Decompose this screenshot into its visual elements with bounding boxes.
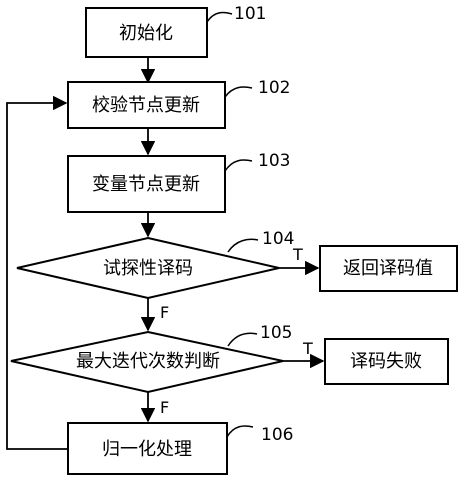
decode-fail-box xyxy=(324,338,449,385)
node-decode-fail: 译码失败 xyxy=(324,338,449,385)
max-iter-label: 最大迭代次数判断 xyxy=(76,351,220,372)
check-update-label: 校验节点更新 xyxy=(92,95,200,116)
max-true-label: T xyxy=(302,339,313,358)
edge-loop-back xyxy=(6,95,68,450)
leader-106 xyxy=(226,425,254,438)
return-value-box xyxy=(319,245,458,292)
var-update-box xyxy=(67,155,226,213)
leader-101 xyxy=(206,11,233,23)
check-update-box xyxy=(67,81,226,129)
trial-decode-diamond xyxy=(16,236,280,300)
ref-105: 105 xyxy=(260,323,292,343)
leader-104 xyxy=(227,238,259,253)
max-iter-diamond xyxy=(10,330,284,394)
node-check-update: 校验节点更新 xyxy=(67,81,226,129)
node-return-value: 返回译码值 xyxy=(319,245,458,292)
node-normalize: 归一化处理 xyxy=(67,422,228,475)
init-label: 初始化 xyxy=(119,23,173,44)
ref-102: 102 xyxy=(258,78,290,98)
node-max-iter: 最大迭代次数判断 xyxy=(10,330,284,394)
trial-decode-label: 试探性译码 xyxy=(103,258,193,279)
init-box xyxy=(85,7,208,58)
ref-106: 106 xyxy=(261,425,293,445)
return-value-label: 返回译码值 xyxy=(343,258,433,279)
ref-103: 103 xyxy=(258,151,290,171)
node-init: 初始化 xyxy=(85,7,208,58)
connectors xyxy=(6,57,325,450)
normalize-label: 归一化处理 xyxy=(102,439,192,460)
leader-105 xyxy=(227,332,258,347)
var-update-label: 变量节点更新 xyxy=(92,174,200,195)
trial-true-label: T xyxy=(292,245,303,264)
decode-fail-label: 译码失败 xyxy=(350,351,422,372)
ref-101: 101 xyxy=(234,4,266,24)
leader-103 xyxy=(224,159,253,172)
reference-leaders: 101 102 103 104 105 106 xyxy=(206,4,294,445)
node-var-update: 变量节点更新 xyxy=(67,155,226,213)
trial-false-label: F xyxy=(160,303,169,322)
max-false-label: F xyxy=(160,398,169,417)
normalize-box xyxy=(67,422,228,475)
ref-104: 104 xyxy=(262,229,294,249)
node-trial-decode: 试探性译码 xyxy=(16,236,280,300)
leader-102 xyxy=(224,86,253,98)
